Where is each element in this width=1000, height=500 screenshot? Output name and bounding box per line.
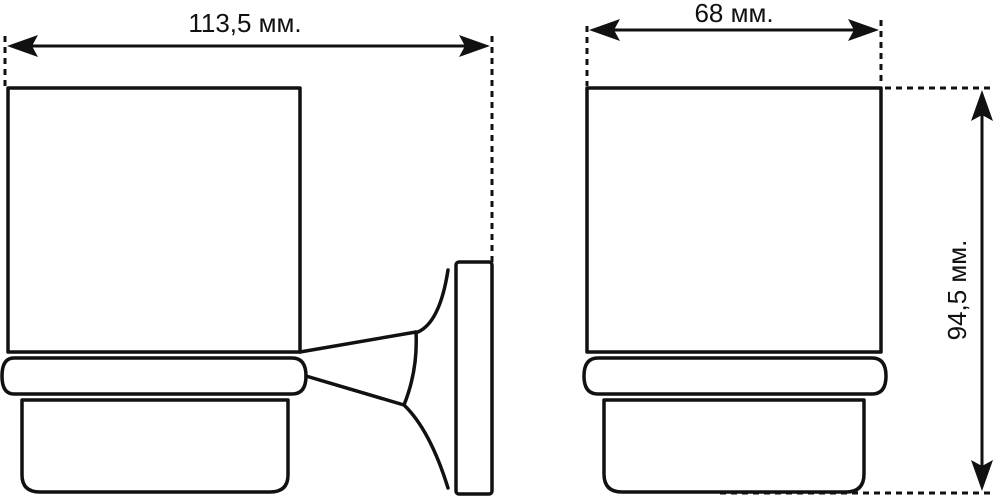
front-height-label: 94,5 мм.: [942, 240, 972, 341]
glass-cup: [6, 86, 302, 354]
side-width-dimension: 113,5 мм.: [7, 8, 490, 57]
arrowhead-bottom: [971, 460, 993, 491]
glass-cup: [585, 86, 883, 354]
arrowhead-right: [848, 19, 879, 41]
wall-mount-plate: [454, 260, 494, 496]
side-view: 113,5 мм.: [0, 8, 494, 496]
side-width-label: 113,5 мм.: [188, 8, 301, 38]
arrowhead-top: [971, 90, 993, 121]
front-width-dimension: 68 мм.: [589, 0, 879, 41]
support-arm: [298, 268, 450, 354]
holder-base: [20, 398, 290, 494]
holder-ring: [582, 356, 888, 396]
support-arm-inner: [402, 330, 418, 407]
arrowhead-left: [589, 19, 620, 41]
holder-base: [602, 398, 866, 494]
front-view: 68 мм. 94,5 мм.: [582, 0, 993, 495]
front-width-label: 68 мм.: [694, 0, 773, 28]
holder-ring: [0, 356, 308, 396]
arrowhead-left: [7, 35, 38, 57]
front-height-dimension: 94,5 мм.: [942, 90, 993, 491]
arrowhead-right: [459, 35, 490, 57]
support-arm-lower: [304, 374, 450, 490]
